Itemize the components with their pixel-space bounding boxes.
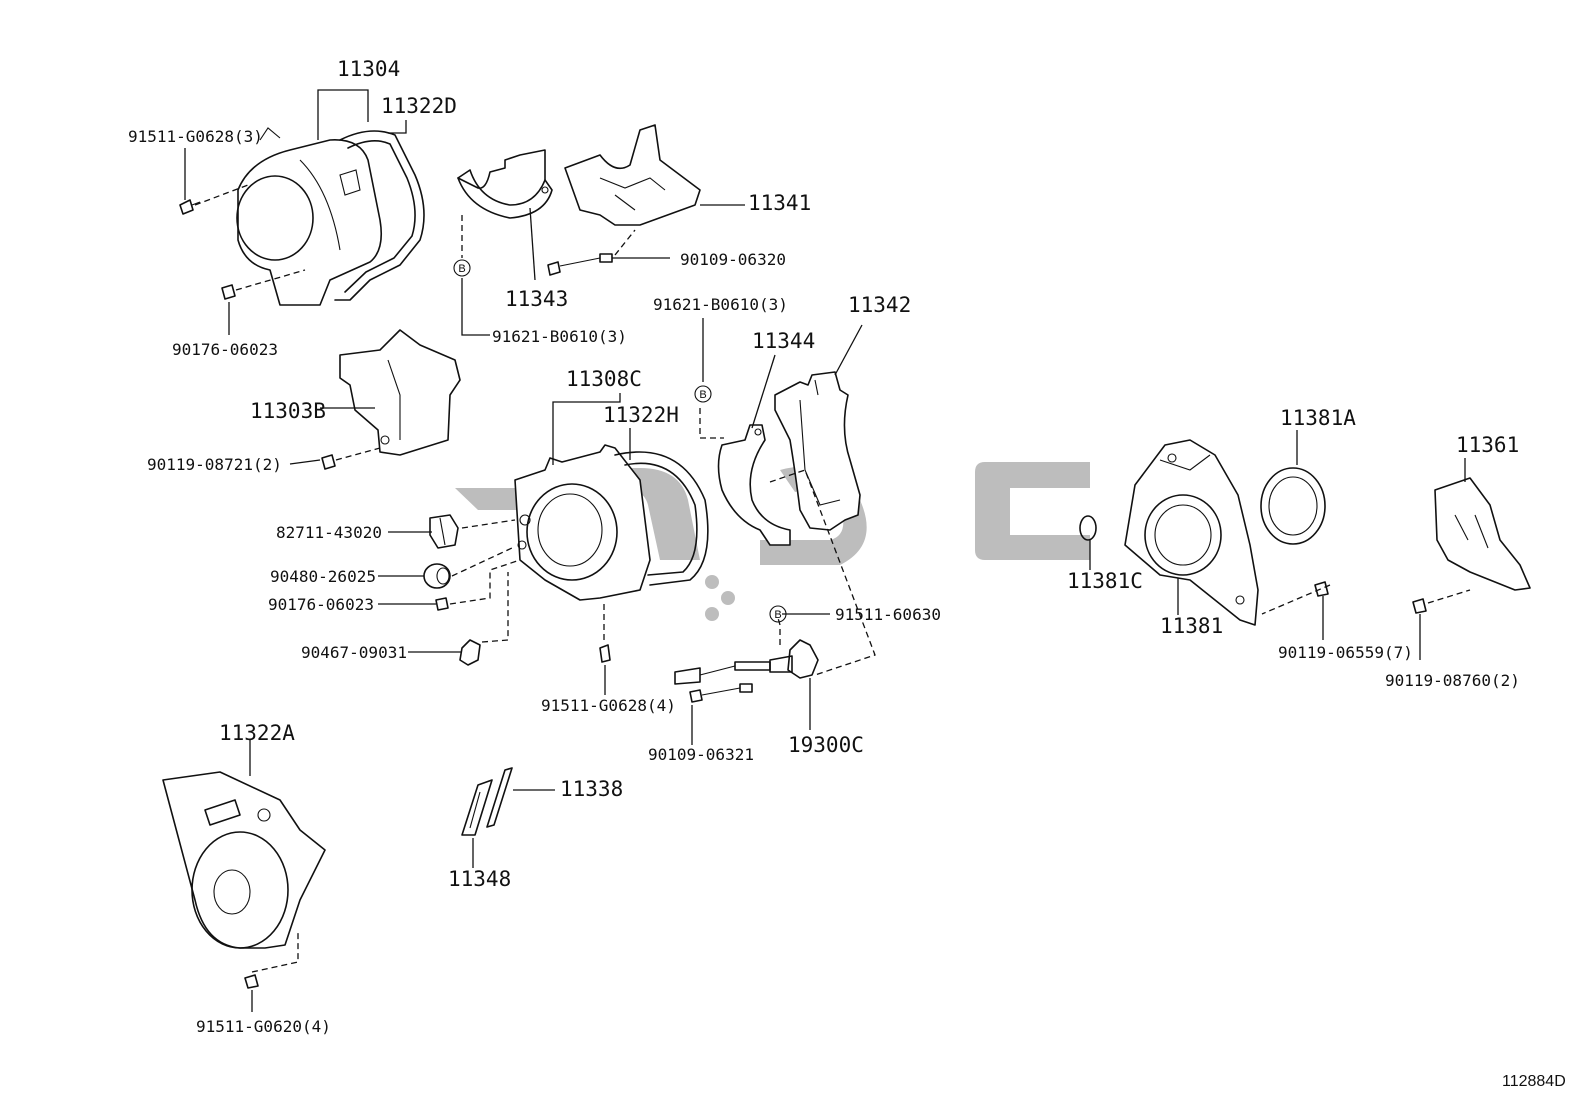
sensor-19300C[interactable] bbox=[674, 639, 819, 685]
callout-91621-B0610-right[interactable]: 91621-B0610(3) bbox=[653, 295, 788, 314]
callout-90467-09031[interactable]: 90467-09031 bbox=[301, 643, 407, 662]
ref-marker-left-label: B bbox=[458, 263, 465, 275]
timing-cover-upper-11304[interactable] bbox=[236, 127, 383, 306]
oil-seal-11381A[interactable] bbox=[1260, 467, 1326, 545]
callout-90119-08760-2[interactable]: 90119-08760(2) bbox=[1385, 671, 1520, 690]
bolt-90109-06321[interactable] bbox=[689, 683, 753, 703]
callout-90109-06320[interactable]: 90109-06320 bbox=[680, 250, 786, 269]
callout-11303B[interactable]: 11303B bbox=[250, 399, 326, 423]
callout-11343[interactable]: 11343 bbox=[505, 287, 568, 311]
callout-91511-G0628-4[interactable]: 91511-G0628(4) bbox=[541, 696, 676, 715]
gasket-11322H[interactable] bbox=[614, 451, 709, 586]
callout-11361[interactable]: 11361 bbox=[1456, 433, 1519, 457]
callout-11304[interactable]: 11304 bbox=[337, 57, 400, 81]
callout-11338[interactable]: 11338 bbox=[560, 777, 623, 801]
cover-plate-11361[interactable] bbox=[1434, 477, 1531, 591]
callout-11322D[interactable]: 11322D bbox=[381, 94, 457, 118]
seal-11338[interactable] bbox=[486, 767, 513, 828]
gasket-11322D[interactable] bbox=[334, 130, 425, 301]
callout-82711-43020[interactable]: 82711-43020 bbox=[276, 523, 382, 542]
callout-11381A[interactable]: 11381A bbox=[1280, 406, 1356, 430]
bolt-90119-06559-7[interactable] bbox=[1314, 581, 1329, 597]
callout-11322H[interactable]: 11322H bbox=[603, 403, 679, 427]
ref-marker-right-label: B bbox=[774, 609, 781, 621]
callout-11348[interactable]: 11348 bbox=[448, 867, 511, 891]
plate-11303B[interactable] bbox=[339, 329, 461, 456]
bushing-90480-26025[interactable] bbox=[423, 563, 451, 589]
callout-11341[interactable]: 11341 bbox=[748, 191, 811, 215]
cover-11348[interactable] bbox=[461, 779, 493, 836]
callout-11322A[interactable]: 11322A bbox=[219, 721, 295, 745]
callout-11381C[interactable]: 11381C bbox=[1067, 569, 1143, 593]
callout-11344[interactable]: 11344 bbox=[752, 329, 815, 353]
clip-90467-09031[interactable] bbox=[459, 639, 481, 666]
callout-91511-G0620-4[interactable]: 91511-G0620(4) bbox=[196, 1017, 331, 1036]
bracket-11341[interactable] bbox=[564, 124, 701, 226]
nut-90176-06023-mid[interactable] bbox=[435, 597, 449, 611]
bracket-11343[interactable] bbox=[457, 149, 553, 219]
cap-82711-43020[interactable] bbox=[429, 514, 459, 549]
ref-marker-right: B bbox=[769, 605, 787, 623]
timing-cover-middle-11308C[interactable] bbox=[514, 444, 651, 601]
bolt-90109-06320[interactable] bbox=[547, 253, 613, 276]
ref-marker-mid: B bbox=[694, 385, 712, 403]
callout-91621-B0610-left[interactable]: 91621-B0610(3) bbox=[492, 327, 627, 346]
ref-marker-mid-label: B bbox=[699, 389, 706, 401]
timing-cover-lower-11322A[interactable] bbox=[162, 771, 326, 949]
callout-91511-G0628-3[interactable]: 91511-G0628(3) bbox=[128, 127, 263, 146]
bracket-11344[interactable] bbox=[717, 424, 791, 546]
callout-11381[interactable]: 11381 bbox=[1160, 614, 1223, 638]
bolt-90119-08760-2[interactable] bbox=[1412, 598, 1427, 614]
callout-91511-60630[interactable]: 91511-60630 bbox=[835, 605, 941, 624]
bolt-91511-G0628-4[interactable] bbox=[599, 644, 611, 663]
assembly-dash-lines bbox=[194, 184, 1471, 973]
callout-90480-26025[interactable]: 90480-26025 bbox=[270, 567, 376, 586]
bolt-90119-08721-2[interactable] bbox=[321, 454, 336, 470]
callout-labels: 11304 11322D 91511-G0628(3) 90176-06023 … bbox=[128, 57, 1520, 1036]
o-ring-11381C[interactable] bbox=[1079, 515, 1097, 541]
bolt-91511-G0628-3[interactable] bbox=[179, 199, 201, 215]
diagram-code: 112884D bbox=[1502, 1073, 1566, 1090]
nut-91511-G0620-4[interactable] bbox=[244, 974, 259, 989]
callout-11342[interactable]: 11342 bbox=[848, 293, 911, 317]
callout-90119-06559-7[interactable]: 90119-06559(7) bbox=[1278, 643, 1413, 662]
ref-marker-left: B bbox=[453, 259, 471, 277]
leader-lines bbox=[184, 89, 1466, 1012]
callout-90176-06023-top[interactable]: 90176-06023 bbox=[172, 340, 278, 359]
oil-seal-retainer-11381[interactable] bbox=[1124, 439, 1259, 626]
callout-11308C[interactable]: 11308C bbox=[566, 367, 642, 391]
callout-90119-08721-2[interactable]: 90119-08721(2) bbox=[147, 455, 282, 474]
callout-90176-06023-mid[interactable]: 90176-06023 bbox=[268, 595, 374, 614]
callout-90109-06321[interactable]: 90109-06321 bbox=[648, 745, 754, 764]
nut-90176-06023-top[interactable] bbox=[221, 284, 236, 300]
callout-19300C[interactable]: 19300C bbox=[788, 733, 864, 757]
bracket-11342[interactable] bbox=[774, 371, 861, 531]
